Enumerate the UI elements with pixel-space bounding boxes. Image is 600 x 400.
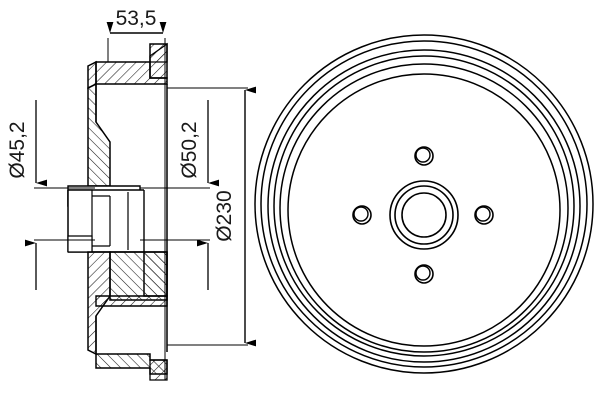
face-ring-outer-4 [273, 55, 575, 357]
section-lower-rib [95, 295, 168, 307]
face-bolt-hole-right [474, 205, 494, 225]
face-ring-outer-1 [254, 34, 594, 374]
bolt-hole-inner [415, 147, 431, 163]
face-ring-outer-3 [267, 49, 581, 363]
bolt-hole-inner [475, 206, 491, 222]
bolt-hole-outer [474, 205, 494, 225]
dimension-drum-diameter: Ø230 [167, 86, 256, 347]
dim-label-inner-bore: Ø45,2 [6, 121, 29, 178]
dim-label-drum-diameter: Ø230 [213, 190, 236, 241]
bolt-hole-outer [352, 205, 372, 225]
dimension-inner-bore: Ø45,2 [6, 100, 95, 290]
bolt-hole-outer [414, 264, 434, 284]
section-notch-upper [149, 42, 168, 63]
bolt-hole-inner [353, 206, 369, 222]
dimension-hub-diameter: Ø50,2 [140, 100, 219, 290]
face-hub-ring-1 [389, 180, 459, 250]
dim-label-hub-diameter: Ø50,2 [178, 121, 201, 178]
cross-section-view [67, 42, 168, 381]
bolt-hole-inner [415, 265, 431, 281]
face-bolt-hole-top [414, 146, 434, 166]
dimension-width: 53,5 [106, 7, 167, 380]
face-view [254, 34, 594, 374]
face-bolt-hole-bottom [414, 264, 434, 284]
section-drum-wall-outline [95, 84, 168, 354]
section-bore-step-lower [67, 235, 93, 253]
section-hub-boss-lower [67, 235, 93, 253]
section-rim-lip-bottom [149, 359, 168, 381]
dim-label-width: 53,5 [116, 7, 157, 30]
face-bolt-hole-left [352, 205, 372, 225]
face-hub-ring-2 [394, 185, 454, 245]
face-ring-outer-2 [260, 40, 588, 368]
face-ring-outer-5 [279, 63, 569, 353]
bolt-hole-outer [414, 146, 434, 166]
face-ring-outer-6 [287, 73, 561, 347]
face-hub-ring-3 [401, 192, 447, 238]
section-lower-flange-plate [109, 251, 168, 301]
